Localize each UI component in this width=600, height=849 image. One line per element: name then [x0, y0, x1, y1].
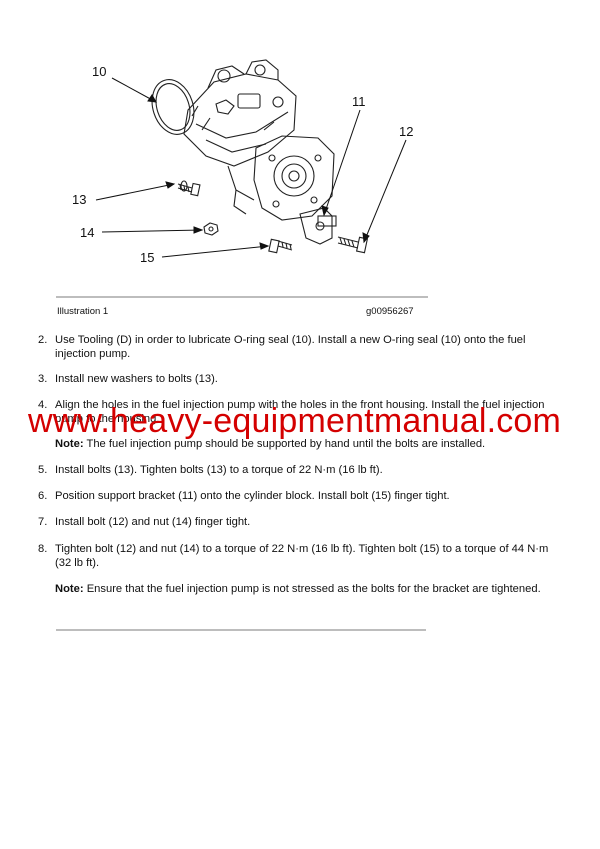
figure-id: g00956267	[366, 306, 414, 317]
note-label: Note:	[55, 438, 84, 450]
callout-15: 15	[140, 250, 154, 265]
step-text: Position support bracket (11) onto the c…	[55, 490, 450, 502]
figure-caption: Illustration 1	[57, 306, 109, 317]
step-text: Install bolts (13). Tighten bolts (13) t…	[55, 464, 383, 476]
step-text: Align the holes in the fuel injection pu…	[55, 399, 545, 425]
note-2: Note: Ensure that the fuel injection pum…	[55, 582, 555, 596]
note-1: Note: The fuel injection pump should be …	[55, 437, 555, 451]
step-text: Use Tooling (D) in order to lubricate O-…	[55, 334, 526, 360]
step-text: Tighten bolt (12) and nut (14) to a torq…	[55, 543, 549, 569]
callout-14: 14	[80, 225, 94, 240]
note-label: Note:	[55, 583, 84, 595]
step-6: 6. Position support bracket (11) onto th…	[38, 489, 558, 503]
o-ring-seal	[151, 79, 195, 135]
pump-body	[183, 73, 297, 167]
step-number: 5.	[38, 464, 48, 476]
note-text: Ensure that the fuel injection pump is n…	[83, 583, 541, 595]
callout-10: 10	[92, 64, 106, 79]
step-3: 3. Install new washers to bolts (13).	[38, 372, 558, 386]
callout-13: 13	[72, 192, 86, 207]
note-text: The fuel injection pump should be suppor…	[83, 438, 486, 450]
step-number: 7.	[38, 516, 48, 528]
nut-14	[203, 222, 219, 236]
figure-divider	[56, 296, 428, 298]
step-number: 6.	[38, 490, 48, 502]
section-divider	[56, 629, 426, 631]
step-text: Install bolt (12) and nut (14) finger ti…	[55, 516, 251, 528]
step-number: 3.	[38, 373, 48, 385]
step-text: Install new washers to bolts (13).	[55, 373, 218, 385]
step-number: 8.	[38, 543, 48, 555]
callout-12: 12	[399, 124, 413, 139]
step-4: 4. Align the holes in the fuel injection…	[38, 398, 558, 426]
step-7: 7. Install bolt (12) and nut (14) finger…	[38, 515, 558, 529]
callout-11: 11	[352, 94, 366, 109]
bolt-13	[190, 182, 201, 197]
watermark: www.heavy-equipmentmanual.com	[28, 402, 562, 440]
fuel-injection-pump-illustration: 10 11 12 13 14 15	[72, 59, 413, 265]
bolt-15	[268, 238, 280, 254]
step-5: 5. Install bolts (13). Tighten bolts (13…	[38, 463, 558, 477]
step-number: 2.	[38, 334, 48, 346]
step-2: 2. Use Tooling (D) in order to lubricate…	[38, 333, 558, 361]
step-8: 8. Tighten bolt (12) and nut (14) to a t…	[38, 542, 558, 570]
step-number: 4.	[38, 399, 48, 411]
